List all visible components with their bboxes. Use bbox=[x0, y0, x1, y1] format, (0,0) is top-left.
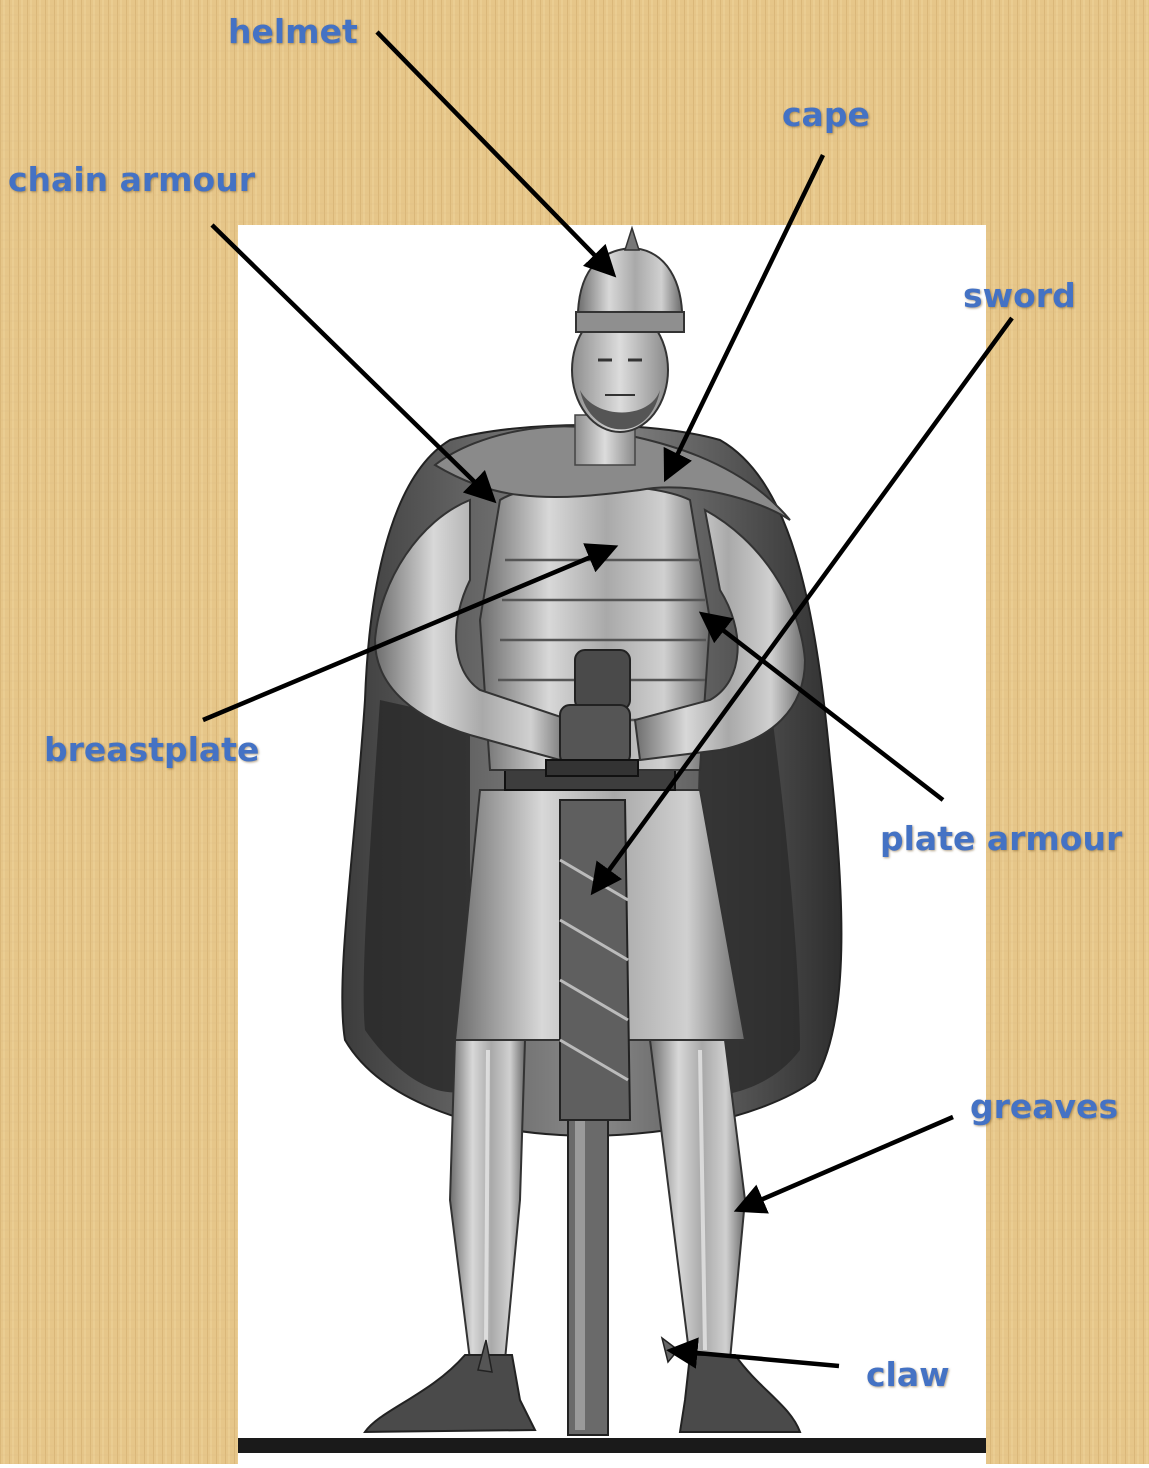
gauntlet-bottom bbox=[560, 705, 630, 765]
label-helmet: helmet bbox=[228, 12, 358, 52]
label-greaves: greaves bbox=[970, 1087, 1118, 1127]
label-breastplate: breastplate bbox=[44, 730, 259, 770]
label-cape: cape bbox=[782, 95, 870, 135]
label-sword: sword bbox=[963, 276, 1076, 316]
label-claw: claw bbox=[866, 1355, 950, 1395]
label-plate-armour: plate armour bbox=[880, 819, 1122, 859]
sword-crossguard bbox=[546, 760, 638, 776]
gauntlet-top bbox=[575, 650, 630, 710]
label-chain-armour: chain armour bbox=[8, 160, 255, 200]
base-bar bbox=[238, 1438, 986, 1453]
